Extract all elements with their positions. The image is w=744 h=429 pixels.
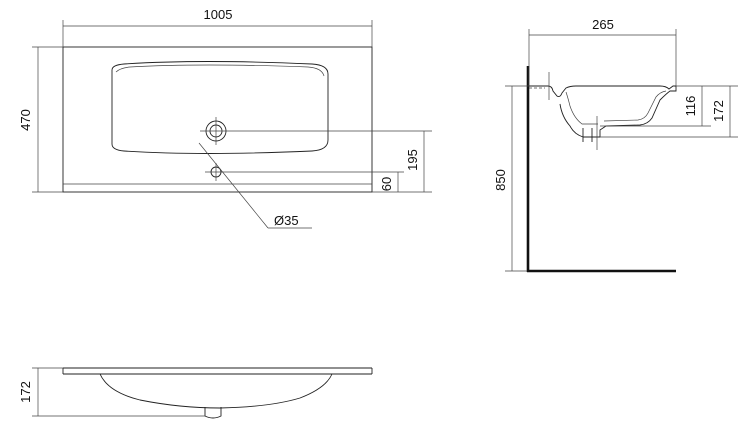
side-depth-label: 265 xyxy=(592,17,614,32)
inner-height-label: 116 xyxy=(683,96,698,117)
top-view: 1005 470 195 60 Ø35 xyxy=(18,7,432,229)
side-view: 265 116 172 850 xyxy=(493,17,738,273)
drain-dim-label: 195 xyxy=(405,149,420,171)
basin-bowl-inner xyxy=(115,64,325,77)
front-drain xyxy=(204,407,222,419)
top-view-outline xyxy=(62,46,373,193)
basin-profile-inner xyxy=(565,90,667,125)
tap-dim-label: 60 xyxy=(379,177,394,191)
front-bowl xyxy=(99,373,333,409)
front-view: 172 xyxy=(18,367,373,419)
basin-bowl-outline xyxy=(111,61,329,154)
depth-label: 470 xyxy=(18,109,33,131)
side-height-label: 172 xyxy=(711,100,726,122)
diameter-label: Ø35 xyxy=(274,213,299,228)
diameter-leader xyxy=(198,142,269,229)
front-height-label: 172 xyxy=(18,381,33,403)
basin-profile xyxy=(529,85,677,138)
mount-height-label: 850 xyxy=(493,169,508,191)
width-label: 1005 xyxy=(204,7,233,22)
